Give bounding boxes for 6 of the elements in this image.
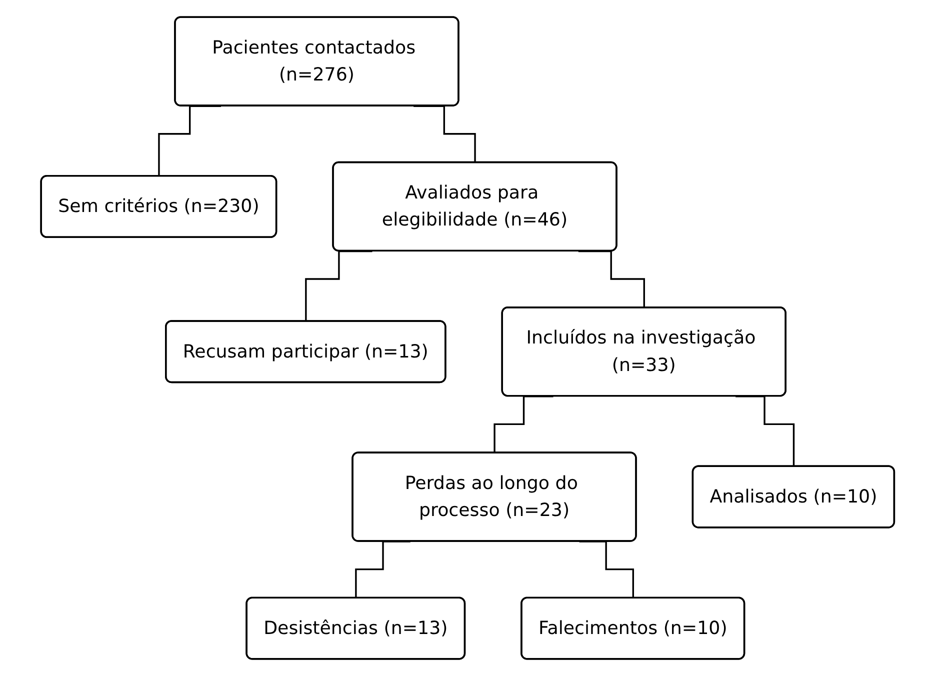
connector (736, 396, 796, 468)
connector (580, 540, 635, 600)
connector (305, 250, 373, 322)
connector (494, 396, 554, 454)
connector (355, 540, 411, 600)
connector (578, 250, 646, 309)
